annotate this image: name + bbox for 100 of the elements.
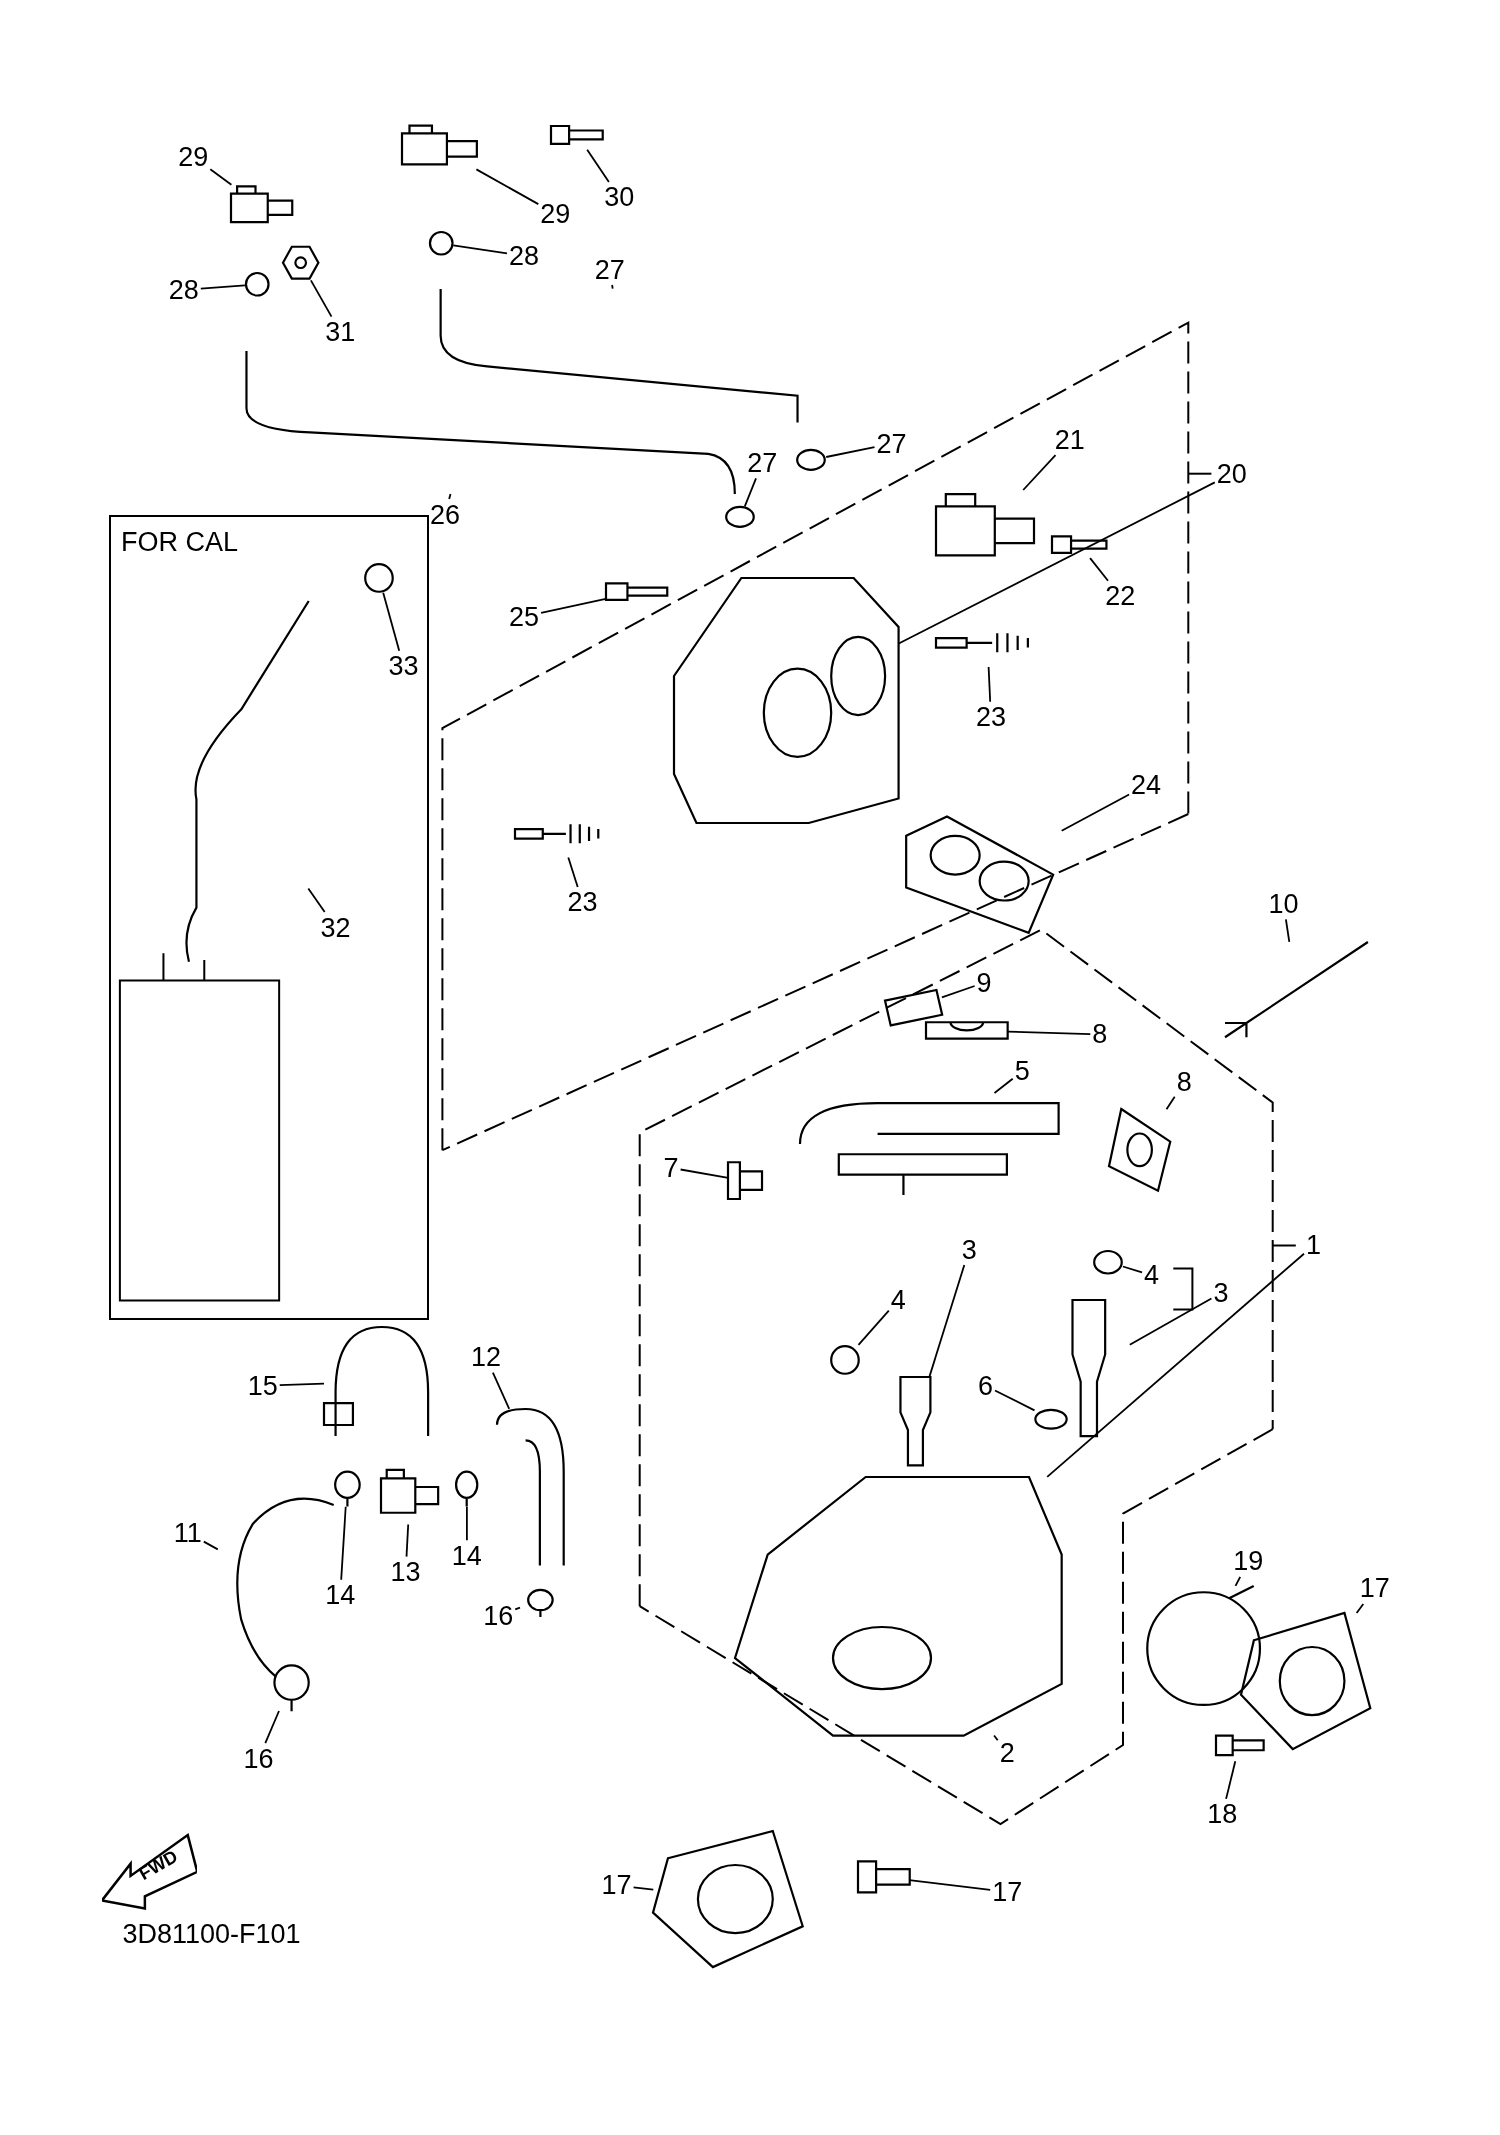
leader-line <box>540 597 607 614</box>
leader-line <box>1225 1760 1237 1800</box>
callout-number: 8 <box>1092 1020 1108 1048</box>
leader-line <box>1006 1030 1092 1036</box>
leader-line <box>405 1523 410 1558</box>
callout-number: 22 <box>1105 582 1136 610</box>
leader-line <box>382 591 401 652</box>
leader-line <box>209 168 233 186</box>
leader-line <box>586 148 610 183</box>
callout-number: 16 <box>483 1602 514 1630</box>
callout-number: 29 <box>178 143 209 171</box>
callout-number: 33 <box>388 652 419 680</box>
leader-line <box>679 1168 730 1179</box>
clamp-drawing <box>364 562 394 593</box>
leader-line <box>1046 1252 1305 1478</box>
callout-number: 30 <box>604 183 635 211</box>
o-ring-drawing <box>1034 1408 1069 1430</box>
clamp-drawing <box>245 272 270 297</box>
callout-number: 5 <box>1014 1057 1030 1085</box>
callout-number: 27 <box>594 256 625 283</box>
leader-line <box>199 284 246 290</box>
leader-line <box>1060 793 1130 832</box>
callout-number: 27 <box>747 449 778 477</box>
inset-title: FOR CAL <box>120 526 238 558</box>
cable-tie-drawing <box>1225 941 1368 1038</box>
leader-line <box>897 481 1216 645</box>
leader-line <box>993 1077 1014 1094</box>
callout-number: 23 <box>567 888 598 916</box>
leader-line <box>310 279 333 318</box>
callout-number: 23 <box>975 703 1006 731</box>
leader-line <box>987 666 992 703</box>
leader-line <box>632 1886 655 1891</box>
leader-line <box>825 446 876 458</box>
throttle-body-drawing <box>673 578 899 824</box>
callout-number: 27 <box>876 430 907 458</box>
callout-number: 4 <box>1144 1261 1160 1289</box>
forward-arrow-icon <box>102 1830 198 1913</box>
callout-number: 18 <box>1207 1800 1238 1828</box>
callout-number: 21 <box>1054 426 1085 454</box>
callout-number: 15 <box>247 1372 278 1400</box>
leader-line <box>941 985 976 999</box>
pad-drawing <box>884 989 942 1025</box>
leader-line <box>567 856 579 888</box>
callout-number: 3 <box>961 1236 977 1264</box>
intake-body-drawing <box>735 1476 1062 1736</box>
leader-line <box>202 1540 219 1551</box>
callout-number: 28 <box>168 276 199 304</box>
callout-number: 2 <box>999 1739 1015 1767</box>
callout-number: 7 <box>663 1154 679 1182</box>
leader-line <box>908 1879 992 1891</box>
leader-line <box>1165 1095 1176 1111</box>
callout-number: 17 <box>1359 1574 1390 1602</box>
callout-number: 32 <box>320 914 351 942</box>
callout-number: 26 <box>430 501 461 528</box>
leader-line <box>1234 1575 1242 1587</box>
leader-line <box>1355 1603 1365 1614</box>
nut-drawing <box>283 245 319 281</box>
drawing-number: 3D81100-F101 <box>122 1919 301 1951</box>
leader-line <box>514 1606 521 1611</box>
leader-line <box>448 493 452 500</box>
leader-line <box>452 244 508 255</box>
clamp-drawing <box>725 506 756 529</box>
callout-number: 11 <box>173 1519 202 1547</box>
leader-line <box>492 1371 511 1410</box>
leader-line <box>340 1505 347 1581</box>
callout-number: 4 <box>890 1286 906 1314</box>
clamp-drawing <box>796 449 827 471</box>
leader-line <box>466 1505 468 1542</box>
leader-line <box>1089 557 1109 582</box>
callout-number: 6 <box>977 1372 993 1400</box>
leader-line <box>307 887 326 913</box>
callout-number: 20 <box>1216 460 1247 488</box>
callout-number: 17 <box>992 1878 1023 1906</box>
leader-line <box>611 284 614 290</box>
intake-joint-drawing <box>653 1830 804 1967</box>
leader-line <box>475 168 540 205</box>
callout-number: 28 <box>509 242 540 270</box>
callout-number: 29 <box>540 200 571 228</box>
callout-number: 25 <box>509 603 540 631</box>
callout-number: 3 <box>1213 1279 1229 1307</box>
callout-number: 14 <box>451 1542 482 1570</box>
intake-joint-drawing <box>1241 1612 1371 1750</box>
callout-number: 8 <box>1176 1068 1192 1096</box>
callout-number: 13 <box>390 1558 421 1586</box>
callout-number: 1 <box>1306 1231 1322 1259</box>
leader-line <box>264 1710 280 1744</box>
callout-number: 14 <box>325 1581 356 1609</box>
callout-number: 10 <box>1268 890 1299 918</box>
leader-line <box>1022 454 1057 491</box>
callout-number: 24 <box>1131 771 1162 799</box>
callout-number: 31 <box>325 318 356 346</box>
leader-line <box>1285 918 1291 943</box>
leader-line <box>994 1389 1036 1412</box>
callout-number: 19 <box>1233 1547 1264 1575</box>
callout-number: 12 <box>470 1343 501 1371</box>
callout-number: 16 <box>243 1745 274 1773</box>
leader-line <box>928 1264 966 1379</box>
holder-drawing <box>1109 1109 1171 1191</box>
o-ring-drawing <box>1093 1249 1123 1275</box>
clamp-drawing <box>428 231 454 256</box>
